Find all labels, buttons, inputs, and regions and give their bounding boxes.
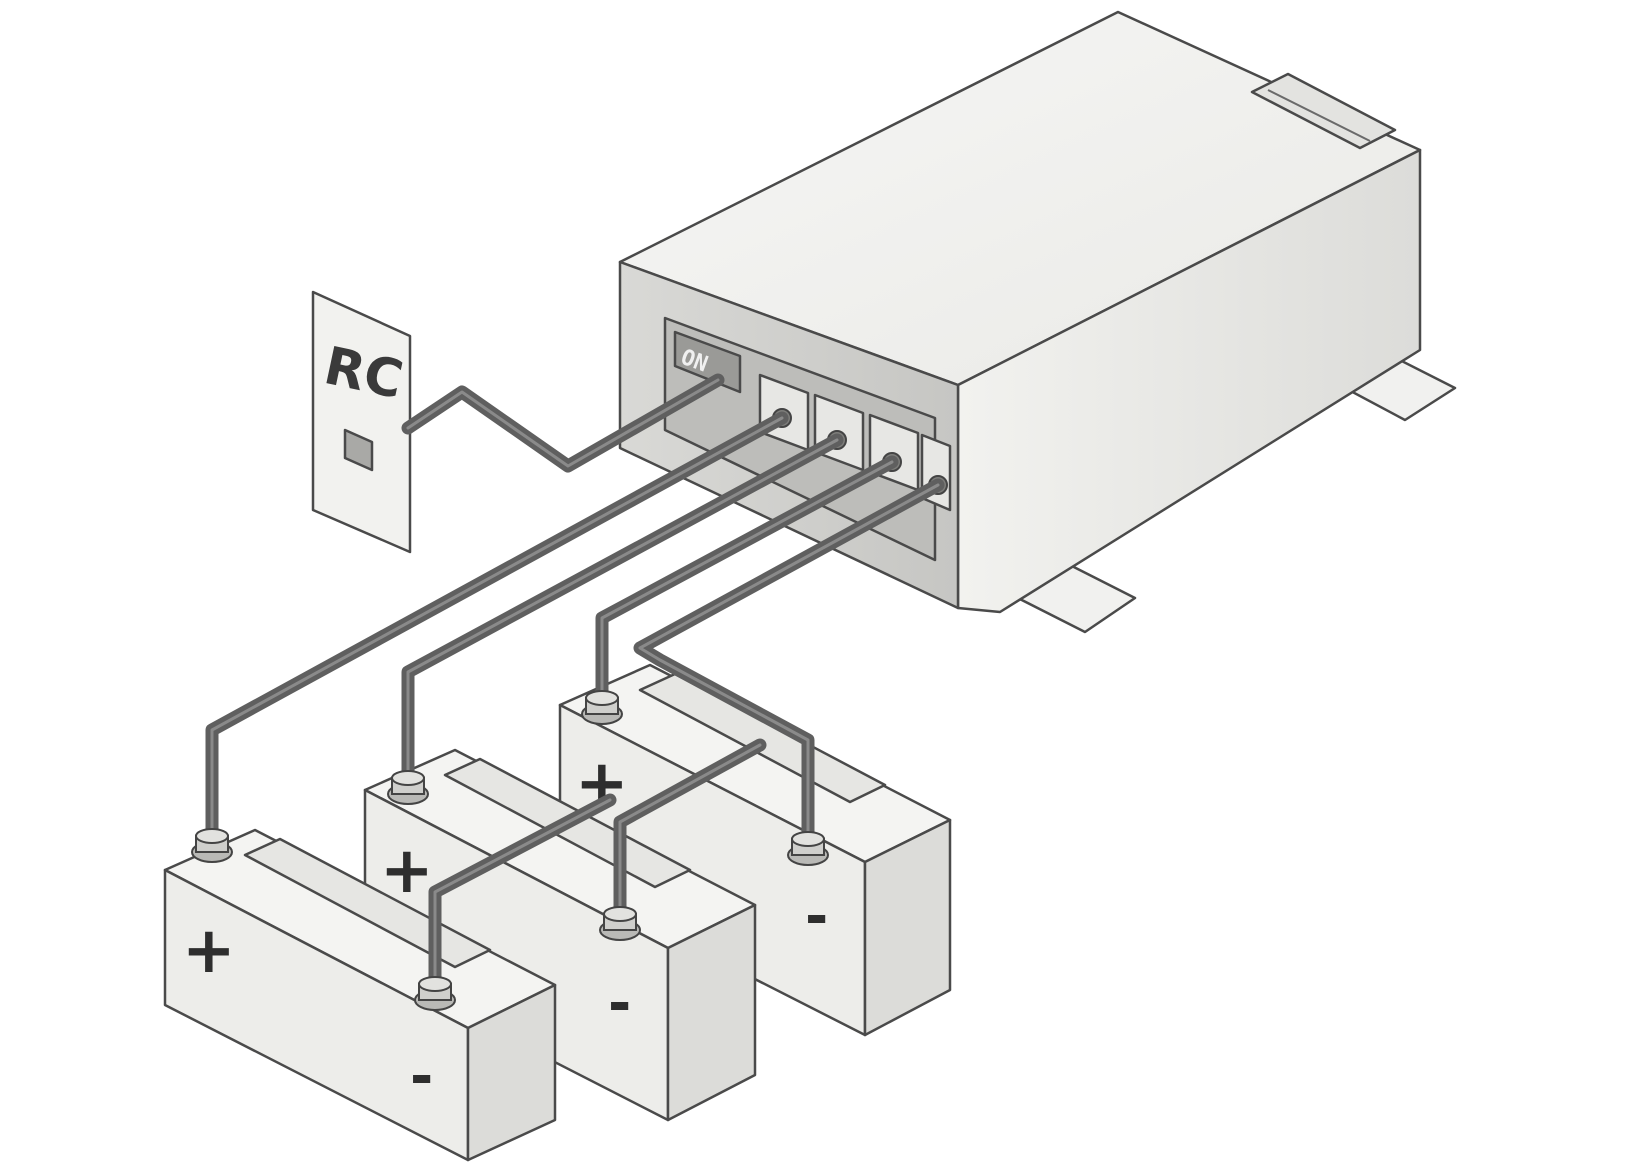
battery-3-side — [863, 818, 952, 1037]
cables — [205, 373, 945, 992]
battery-2-negative-sign: - — [608, 971, 631, 1036]
battery-2-positive-terminal[interactable] — [387, 770, 429, 805]
battery-3-negative-sign: - — [805, 884, 828, 949]
battery-3: + - — [558, 663, 952, 1037]
battery-3-negative-terminal[interactable] — [787, 831, 829, 866]
battery-3-positive-terminal[interactable] — [581, 690, 623, 725]
battery-3-cap — [638, 672, 887, 804]
battery-2-side — [666, 903, 757, 1122]
remote-panel-button[interactable] — [343, 428, 374, 472]
top-handle-slot — [1267, 89, 1371, 142]
battery-1-side — [466, 983, 557, 1162]
battery-1-positive-sign: + — [182, 914, 236, 988]
top-handle — [1250, 72, 1397, 150]
battery-1-negative-sign: - — [410, 1044, 433, 1109]
battery-terminals — [191, 690, 829, 1011]
battery-1-negative-terminal[interactable] — [414, 976, 456, 1011]
remote-control-panel: RC — [311, 290, 412, 554]
battery-2-negative-terminal[interactable] — [599, 906, 641, 941]
remote-panel-plate — [311, 290, 412, 554]
battery-1-positive-terminal[interactable] — [191, 828, 233, 863]
